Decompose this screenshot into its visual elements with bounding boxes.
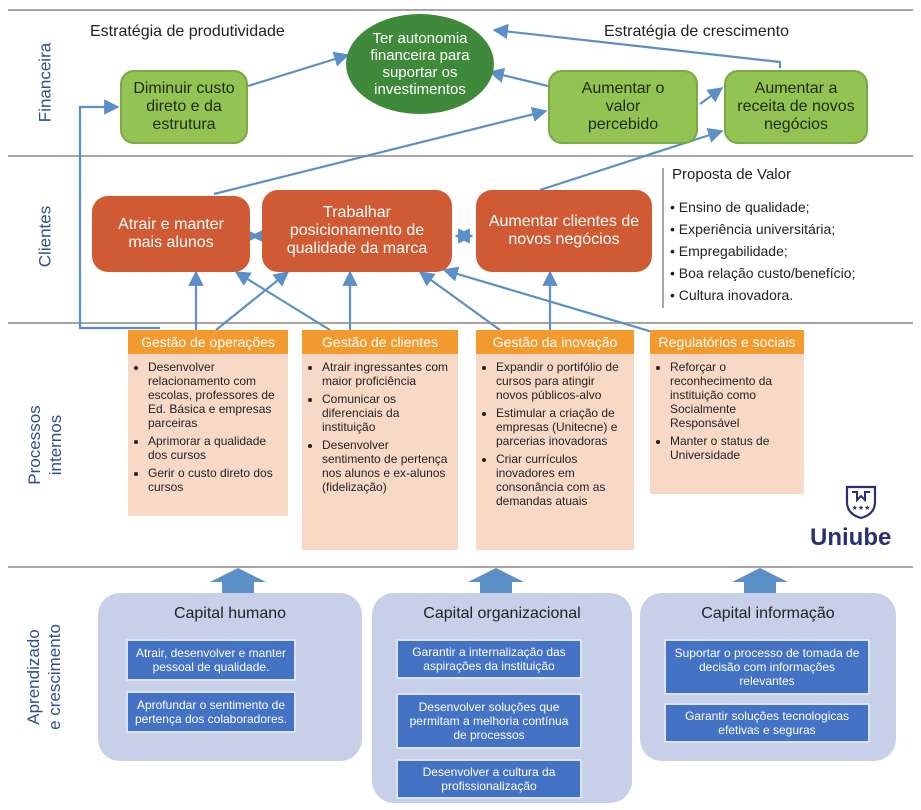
- process-item: Atrair ingressantes com maior proficiênc…: [322, 360, 450, 388]
- capital-organizacional-item: Desenvolver soluções que permitam a melh…: [396, 693, 582, 749]
- process-item: Comunicar os diferenciais da instituição: [322, 392, 450, 434]
- box-reduce-cost: Diminuir custo direto e da estrutura: [120, 70, 248, 144]
- strategy-productivity-label: Estratégia de produtividade: [90, 23, 285, 40]
- strategy-growth-label: Estratégia de crescimento: [604, 23, 789, 40]
- divider-financeira-clientes: [8, 155, 913, 157]
- arrow-attract-to-value: [213, 106, 548, 196]
- arrow-clients-to-attract: [234, 271, 331, 331]
- arrow-revenue-to-goal: [492, 23, 782, 68]
- capital-humano-item: Aprofundar o sentimento de pertença dos …: [126, 691, 296, 733]
- process-item: Reforçar o reconhecimento da instituição…: [670, 360, 796, 430]
- svg-text:★★★: ★★★: [852, 504, 871, 512]
- box-increase-value: Aumentar o valor percebido: [548, 70, 698, 144]
- process-item: Desenvolver sentimento de pertença nos a…: [322, 438, 450, 494]
- process-header-inovacao: Gestão da inovação: [476, 330, 634, 354]
- box-increase-value-text: Aumentar o valor percebido: [581, 80, 665, 133]
- arrow-ops-to-brand: [215, 271, 290, 331]
- capital-informacao-panel: Capital informação Suportar o processo d…: [640, 593, 896, 761]
- value-proposition-item: Boa relação custo/benefício;: [670, 262, 920, 284]
- uniube-logo-emblem: ★★★: [845, 485, 877, 520]
- uniube-logo-text: Uniube: [810, 524, 892, 551]
- divider-processos-aprendizado: [8, 566, 913, 568]
- value-proposition-item: Experiência universitária;: [670, 218, 920, 240]
- divider-top: [8, 9, 913, 11]
- value-proposition-list: Ensino de qualidade; Experiência univers…: [670, 196, 920, 306]
- process-item: Estimular a criação de empresas (Unitecn…: [496, 406, 626, 448]
- process-header-clientes: Gestão de clientes: [302, 330, 458, 354]
- process-item: Desenvolver relacionamento com escolas, …: [148, 360, 280, 430]
- arrow-value-to-goal: [488, 67, 549, 88]
- capital-organizacional-title: Capital organizacional: [423, 605, 581, 622]
- process-item: Expandir o portifólio de cursos para ati…: [496, 360, 626, 402]
- arrow-cost-to-goal: [247, 51, 350, 88]
- capital-informacao-item: Garantir soluções tecnologicas efetivas …: [664, 703, 870, 743]
- box-new-business-clients: Aumentar clientes de novos negócios: [476, 190, 652, 272]
- box-attract-students-text: Atrair e manter mais alunos: [118, 216, 224, 251]
- arrow-ops-to-cost: [78, 99, 160, 330]
- block-arrow-humano: [210, 568, 266, 598]
- arrow-value-to-revenue: [699, 87, 724, 105]
- box-attract-students: Atrair e manter mais alunos: [92, 196, 250, 272]
- box-increase-revenue-text: Aumentar a receita de novos negócios: [737, 80, 855, 133]
- process-body-regulatorios: Reforçar o reconhecimento da instituição…: [650, 354, 804, 494]
- arrow-innovation-to-brand: [418, 271, 501, 331]
- capital-organizacional-item: Desenvolver a cultura da profissionaliza…: [396, 759, 582, 799]
- box-brand-positioning-text: Trabalhar posicionamento de qualidade da…: [286, 204, 428, 257]
- process-header-regulatorios: Regulatórios e sociais: [650, 330, 804, 354]
- divider-clientes-processos: [8, 322, 913, 324]
- value-proposition-title: Proposta de Valor: [672, 166, 791, 183]
- capital-informacao-item: Suportar o processo de tomada de decisão…: [664, 639, 870, 695]
- value-proposition-item: Cultura inovadora.: [670, 284, 920, 306]
- process-body-clientes: Atrair ingressantes com maior proficiênc…: [302, 354, 458, 550]
- process-item: Aprimorar a qualidade dos cursos: [148, 434, 280, 462]
- process-header-operacoes: Gestão de operações: [128, 330, 288, 354]
- capital-organizacional-panel: Capital organizacional Garantir a intern…: [372, 593, 632, 803]
- process-item: Gerir o custo direto dos cursos: [148, 466, 280, 494]
- capital-humano-item: Atrair, desenvolver e manter pessoal de …: [126, 639, 296, 681]
- process-item: Criar currículos inovadores em consonânc…: [496, 452, 626, 508]
- box-increase-revenue: Aumentar a receita de novos negócios: [724, 70, 868, 144]
- process-body-operacoes: Desenvolver relacionamento com escolas, …: [128, 354, 288, 516]
- arrow-regulatory-to-brand: [442, 266, 657, 335]
- capital-organizacional-item: Garantir a internalização das aspirações…: [396, 639, 582, 679]
- capital-humano-title: Capital humano: [173, 605, 287, 622]
- capital-humano-panel: Capital humano Atrair, desenvolver e man…: [98, 593, 362, 761]
- value-proposition-item: Ensino de qualidade;: [670, 196, 920, 218]
- box-reduce-cost-text: Diminuir custo direto e da estrutura: [133, 80, 235, 133]
- value-proposition-item: Empregabilidade;: [670, 240, 920, 262]
- goal-financial-autonomy-text: Ter autonomia financeira para suportar o…: [370, 30, 470, 98]
- value-proposition-bar: [662, 168, 664, 308]
- capital-informacao-title: Capital informação: [701, 605, 835, 622]
- goal-financial-autonomy: Ter autonomia financeira para suportar o…: [346, 14, 494, 114]
- process-body-inovacao: Expandir o portifólio de cursos para ati…: [476, 354, 634, 550]
- box-brand-positioning: Trabalhar posicionamento de qualidade da…: [262, 190, 452, 272]
- box-new-business-clients-text: Aumentar clientes de novos negócios: [488, 213, 640, 248]
- process-item: Manter o status de Universidade: [670, 434, 796, 462]
- block-arrow-organizacional: [468, 568, 524, 598]
- block-arrow-informacao: [732, 568, 788, 598]
